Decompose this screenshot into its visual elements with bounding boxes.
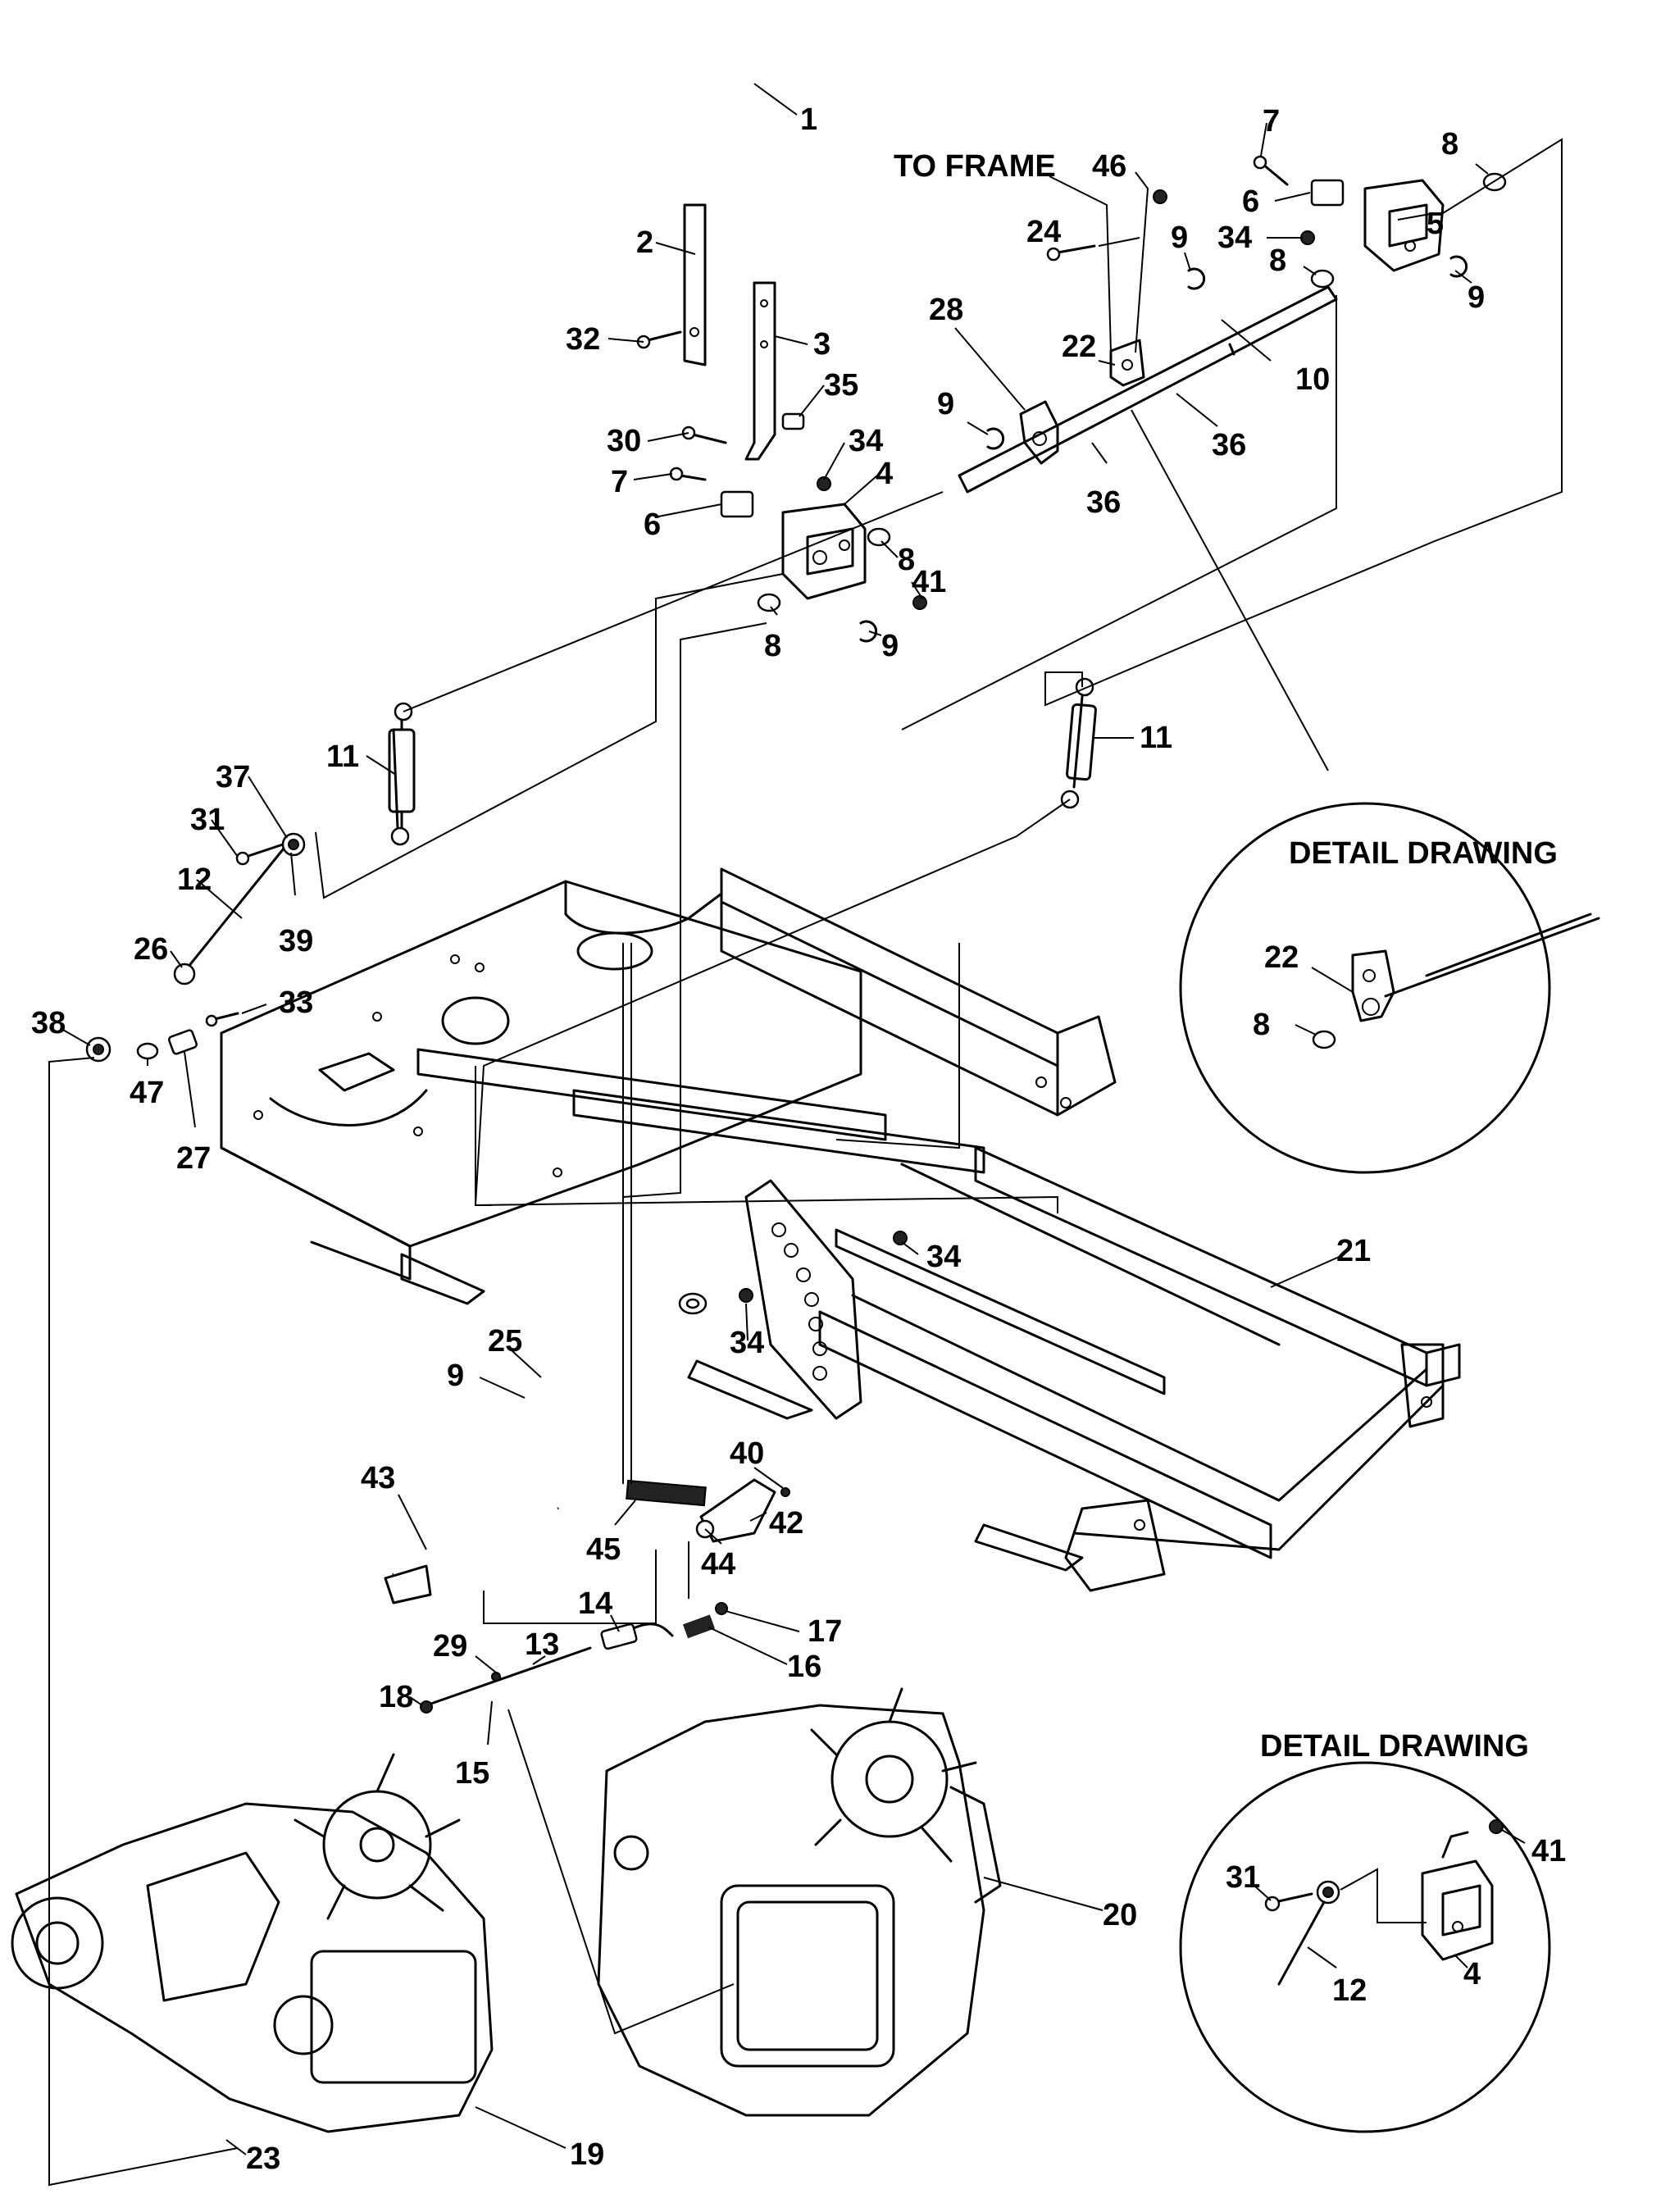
callout-15: 15 <box>455 1756 489 1791</box>
callout-26: 26 <box>134 932 168 967</box>
callout-20: 20 <box>1103 1898 1137 1932</box>
callout-8-b: 8 <box>764 629 781 663</box>
callout-8-d: 8 <box>1441 127 1458 162</box>
callout-23: 23 <box>246 2141 280 2176</box>
transmission-left <box>11 1753 494 2133</box>
callout-39: 39 <box>279 924 313 958</box>
detail-drawing-bottom-title: DETAIL DRAWING <box>1260 1729 1529 1764</box>
callout-18: 18 <box>379 1680 413 1714</box>
callout-38: 38 <box>31 1006 66 1040</box>
callout-8-c: 8 <box>1269 244 1286 278</box>
callout-21: 21 <box>1336 1234 1371 1268</box>
callout-11-b: 11 <box>1140 721 1172 755</box>
callout-19: 19 <box>570 2137 604 2172</box>
callout-17: 17 <box>808 1614 842 1649</box>
callout-6-b: 6 <box>1242 184 1259 219</box>
callout-16: 16 <box>787 1650 821 1684</box>
callout-45: 45 <box>586 1532 621 1567</box>
callout-12: 12 <box>177 862 212 897</box>
to-frame-label: TO FRAME <box>894 149 1056 184</box>
callout-34-c: 34 <box>926 1240 961 1274</box>
linkage-left <box>85 832 306 1063</box>
callout-1: 1 <box>800 102 817 137</box>
callout-8-a: 8 <box>898 543 915 577</box>
callout-34-d: 34 <box>1217 221 1252 255</box>
callout-32: 32 <box>566 322 600 357</box>
callout-29: 29 <box>433 1629 467 1664</box>
callout-46: 46 <box>1092 149 1126 184</box>
main-frame <box>220 867 1461 1592</box>
detail-callout-22: 22 <box>1264 940 1299 975</box>
callout-10: 10 <box>1295 362 1330 397</box>
callout-44: 44 <box>701 1547 735 1582</box>
callout-34-b: 34 <box>730 1326 764 1360</box>
callout-25: 25 <box>488 1324 522 1359</box>
callout-2: 2 <box>636 225 653 260</box>
callout-9-frame: 9 <box>447 1359 464 1393</box>
detail-callout-31: 31 <box>1226 1860 1260 1895</box>
detail-drawing-bottom <box>1179 1761 1551 2133</box>
detail-callout-8: 8 <box>1253 1008 1270 1042</box>
detail-drawing-top <box>1179 802 1600 1174</box>
callout-9-a: 9 <box>881 629 899 663</box>
callout-6-a: 6 <box>644 507 661 542</box>
callout-28: 28 <box>929 293 963 327</box>
callout-7-a: 7 <box>611 465 628 499</box>
callout-35: 35 <box>824 368 858 403</box>
callout-41: 41 <box>912 565 946 599</box>
callout-7-b: 7 <box>1263 104 1280 139</box>
callout-34-a: 34 <box>849 424 883 458</box>
callout-9-b: 9 <box>937 387 954 421</box>
callout-47: 47 <box>130 1076 164 1110</box>
detail-callout-12: 12 <box>1332 1973 1367 2008</box>
callout-9-c: 9 <box>1171 221 1188 255</box>
callout-36-b: 36 <box>1212 428 1246 462</box>
callout-33: 33 <box>279 985 313 1020</box>
detail-callout-41: 41 <box>1531 1834 1566 1868</box>
callout-42: 42 <box>769 1506 803 1541</box>
callout-9-d: 9 <box>1468 280 1485 315</box>
callout-40: 40 <box>730 1436 764 1471</box>
detail-callout-4: 4 <box>1463 1957 1481 1991</box>
callout-24: 24 <box>1026 215 1061 249</box>
callout-22: 22 <box>1062 330 1096 364</box>
callout-5: 5 <box>1427 207 1444 241</box>
callout-11-a: 11 <box>326 740 359 774</box>
callout-13: 13 <box>525 1627 559 1662</box>
callout-4: 4 <box>876 457 893 491</box>
callout-37: 37 <box>216 760 250 794</box>
callout-3: 3 <box>813 327 830 362</box>
callout-30: 30 <box>607 424 641 458</box>
transmission-right <box>597 1687 1002 2117</box>
callout-14: 14 <box>578 1586 612 1621</box>
callout-43: 43 <box>361 1461 395 1495</box>
detail-drawing-top-title: DETAIL DRAWING <box>1289 836 1558 871</box>
callout-labels: TO FRAME DETAIL DRAWING DETAIL DRAWING 1… <box>31 102 1566 2176</box>
leader-lines <box>48 83 1563 2187</box>
callout-36-a: 36 <box>1086 485 1121 520</box>
callout-27: 27 <box>176 1141 211 1176</box>
gas-springs <box>388 677 1097 846</box>
callout-31: 31 <box>190 803 225 837</box>
